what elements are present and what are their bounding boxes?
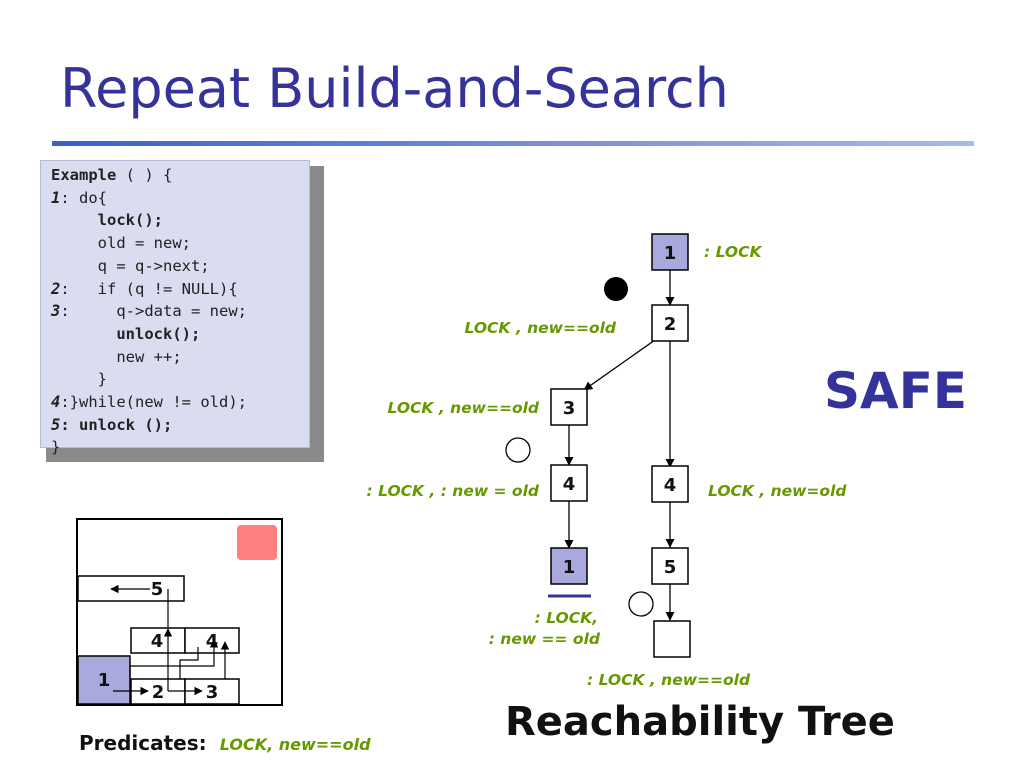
tree-node-empty (653, 620, 691, 658)
code-line: Example ( ) { (51, 164, 309, 187)
cfa-node-3-label: 3 (206, 682, 219, 703)
code-token: : (60, 415, 80, 434)
open-circle-marker (628, 591, 654, 617)
code-line-number: 5 (51, 415, 61, 434)
code-token: unlock (); (79, 415, 173, 434)
cfa-node-5-label: 5 (151, 579, 164, 600)
tree-node-2: 2 (651, 304, 689, 342)
tree-node-2-predicate: LOCK , new==old (465, 319, 617, 337)
tree-node-5-box (651, 547, 689, 585)
code-line: old = new; (51, 232, 309, 255)
code-line: 1: do{ (51, 187, 309, 210)
tree-node-5: 5 (651, 547, 689, 585)
reachability-tree: 1 2 3 4 4 1 5 (367, 233, 847, 689)
tree-node-3-predicate: LOCK , new==old (388, 399, 540, 417)
tree-node-1-covered-label: 1 (563, 557, 576, 578)
tree-node-3-label: 3 (563, 398, 576, 419)
code-token: } (51, 438, 61, 457)
code-token: lock(); (97, 211, 163, 230)
tree-node-empty-predicate: : LOCK , new==old (587, 671, 751, 689)
tree-node-4-right-box (651, 465, 689, 503)
predicates-row: Predicates: LOCK, new==old (79, 731, 371, 755)
tree-node-4-left-predicate: : LOCK , : new = old (367, 482, 540, 500)
tree-node-1-covered-box (550, 547, 588, 585)
code-token: unlock(); (116, 324, 201, 343)
code-token: :}while(new != old); (60, 393, 247, 412)
code-line: q = q->next; (51, 255, 309, 278)
code-line: 3: q->data = new; (51, 300, 309, 323)
code-token: : q->data = new; (60, 302, 247, 321)
tree-node-3-box (550, 388, 588, 426)
tree-node-3: 3 (550, 388, 588, 426)
title-underline (52, 141, 974, 146)
code-line: 2: if (q != NULL){ (51, 278, 309, 301)
code-token: : do{ (60, 188, 108, 207)
cfa-node-4b-label: 4 (206, 631, 219, 652)
reachability-tree-title: Reachability Tree (505, 699, 895, 745)
tree-node-1-covered-predicate-2: : new == old (489, 630, 601, 648)
open-circle-marker (505, 437, 531, 463)
verdict-safe: SAFE (824, 362, 968, 420)
tree-node-1: 1 (651, 233, 689, 271)
cfa-box-4b (184, 627, 240, 654)
cfa-box-1 (77, 655, 131, 705)
code-line: 5: unlock (); (51, 414, 309, 437)
slide-title: Repeat Build-and-Search (60, 57, 729, 120)
code-token: : if (q != NULL){ (60, 279, 238, 298)
error-region (237, 525, 277, 560)
tree-node-4-right-label: 4 (664, 475, 677, 496)
tree-node-1-box (651, 233, 689, 271)
cfa-edge (129, 639, 219, 679)
code-token: q = q->next; (51, 256, 210, 275)
code-line: unlock(); (51, 323, 309, 346)
tree-node-1-covered: 1 (548, 547, 591, 598)
code-line: 4:}while(new != old); (51, 391, 309, 414)
tree-node-2-box (651, 304, 689, 342)
code-line-number: 3 (51, 302, 61, 321)
tree-node-2-label: 2 (664, 314, 677, 335)
tree-edge (583, 339, 656, 391)
tree-node-4-left: 4 (550, 464, 588, 502)
code-token: } (51, 370, 107, 389)
code-token: ( ) { (116, 166, 173, 184)
tree-node-4-left-label: 4 (563, 474, 576, 495)
state-space-diagram: 5 4 4 1 2 3 (76, 518, 283, 706)
tree-node-1-covered-predicate: : LOCK, (535, 609, 598, 627)
code-line-number: 1 (51, 188, 61, 207)
tree-node-1-predicate: : LOCK (704, 243, 762, 261)
cfa-node-2-label: 2 (152, 682, 165, 703)
code-line: lock(); (51, 209, 309, 232)
tree-node-1-label: 1 (664, 243, 677, 264)
code-listing: Example ( ) {1: do{ lock(); old = new; q… (51, 164, 309, 459)
code-line-number: 2 (51, 279, 61, 298)
tree-node-5-label: 5 (664, 557, 677, 578)
code-token: new ++; (51, 347, 182, 366)
code-line-number: 4 (51, 393, 61, 412)
predicates-label: Predicates: (79, 731, 207, 755)
tree-node-4-right-predicate: LOCK , new=old (708, 482, 847, 500)
code-token: old = new; (51, 234, 191, 253)
code-box: Example ( ) {1: do{ lock(); old = new; q… (40, 160, 310, 456)
code-token: Example (51, 166, 117, 184)
filled-circle-marker (604, 277, 628, 301)
tree-node-empty-box (653, 620, 691, 658)
code-line: } (51, 436, 309, 459)
tree-node-4-left-box (550, 464, 588, 502)
code-line: new ++; (51, 346, 309, 369)
tree-node-4-right: 4 (651, 465, 689, 503)
cfa-node-1-label: 1 (98, 670, 111, 691)
code-line: } (51, 368, 309, 391)
cfa-node-4a-label: 4 (151, 631, 164, 652)
predicates-value: LOCK, new==old (219, 735, 371, 754)
cfa-edge (179, 647, 199, 679)
